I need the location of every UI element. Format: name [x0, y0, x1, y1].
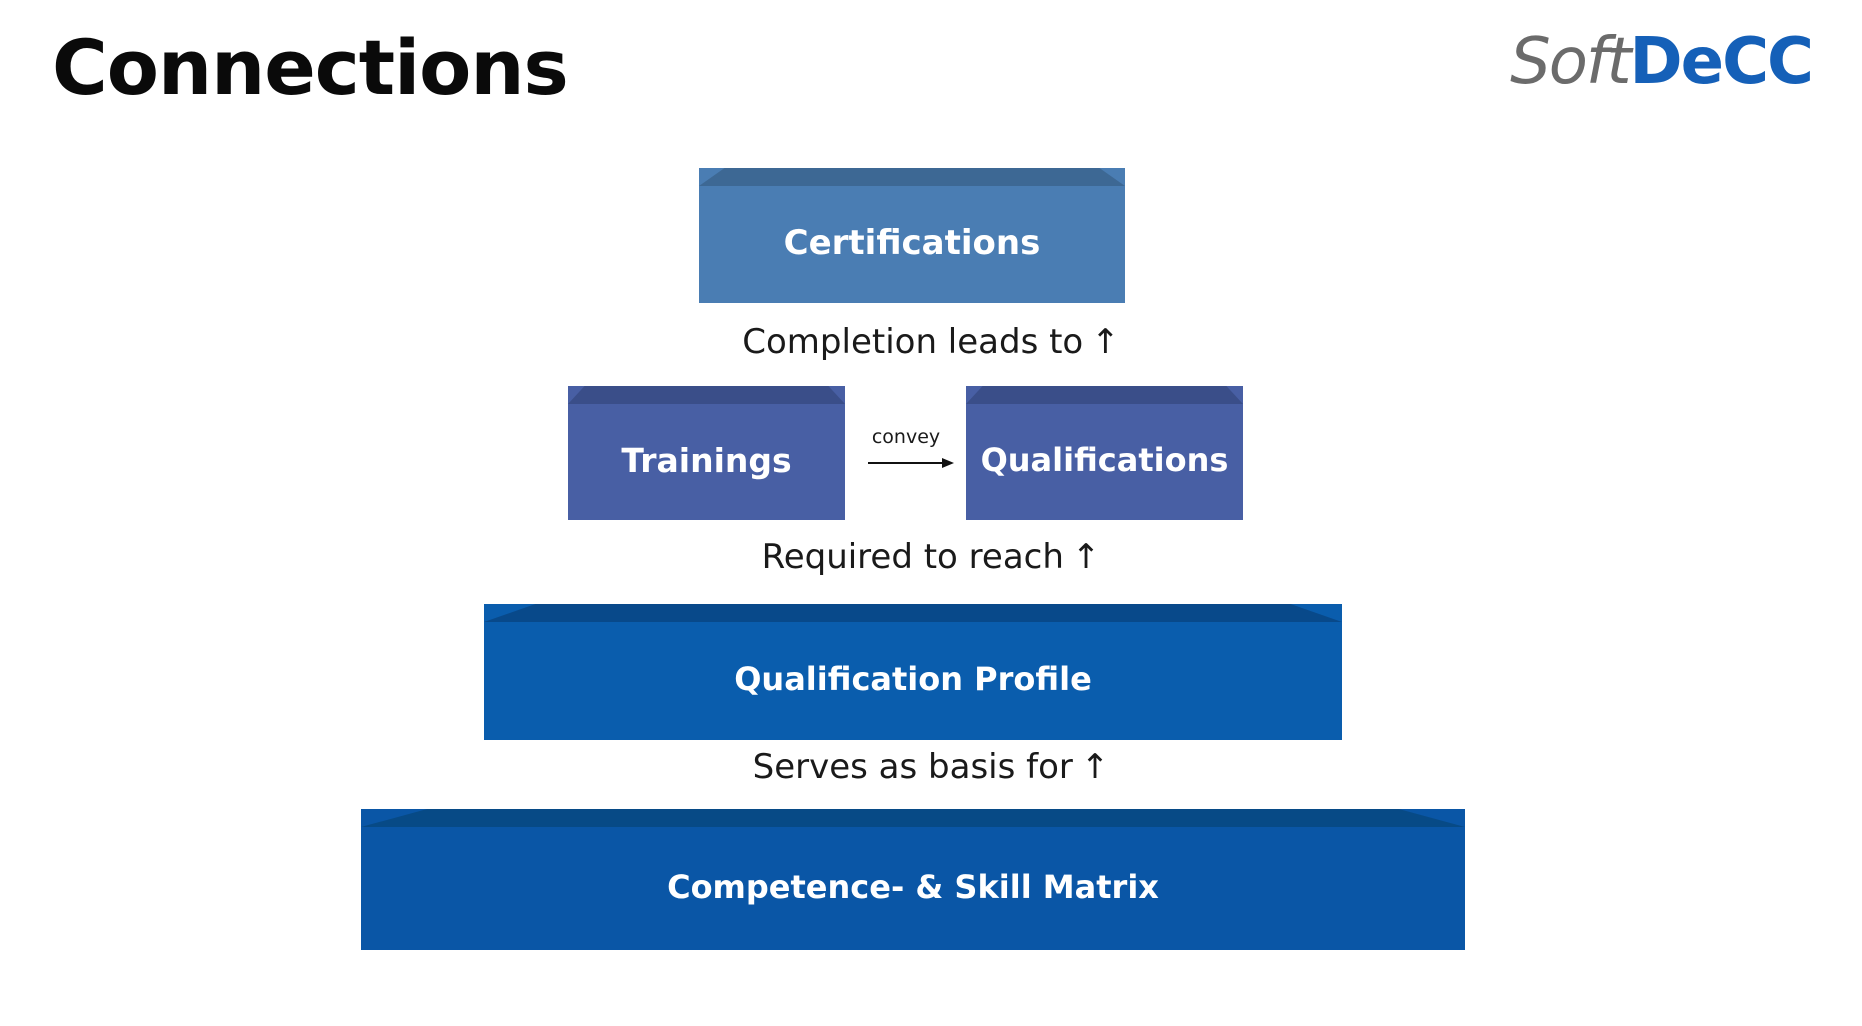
- up-arrow-icon: ↑: [1071, 537, 1101, 577]
- qualifications-block: Qualifications: [966, 386, 1243, 520]
- qualification-profile-block: Qualification Profile: [484, 604, 1342, 740]
- certifications-label: Certifications: [783, 222, 1041, 263]
- basis-connector: Serves as basis for↑: [0, 747, 1862, 788]
- skill-matrix-label: Competence- & Skill Matrix: [667, 867, 1159, 906]
- convey-label: convey: [871, 426, 941, 448]
- trainings-block: Trainings: [568, 386, 845, 520]
- completion-text: Completion leads to: [742, 322, 1084, 362]
- convey-link: convey: [866, 426, 966, 476]
- right-arrow-icon: [868, 458, 954, 468]
- softdecc-logo: SoftDeCC: [1510, 24, 1814, 101]
- required-text: Required to reach: [761, 537, 1064, 577]
- page-title: Connections: [52, 23, 569, 112]
- up-arrow-icon: ↑: [1080, 747, 1110, 787]
- skill-matrix-block: Competence- & Skill Matrix: [361, 809, 1465, 950]
- completion-connector: Completion leads to↑: [0, 322, 1862, 363]
- basis-text: Serves as basis for: [752, 747, 1073, 787]
- certifications-block: Certifications: [699, 168, 1125, 303]
- required-connector: Required to reach↑: [0, 537, 1862, 578]
- logo-decc-text: DeCC: [1629, 25, 1814, 99]
- qualifications-label: Qualifications: [980, 441, 1229, 479]
- logo-soft-text: Soft: [1510, 25, 1631, 99]
- up-arrow-icon: ↑: [1091, 322, 1120, 362]
- trainings-label: Trainings: [621, 440, 792, 480]
- qualification-profile-label: Qualification Profile: [734, 660, 1092, 698]
